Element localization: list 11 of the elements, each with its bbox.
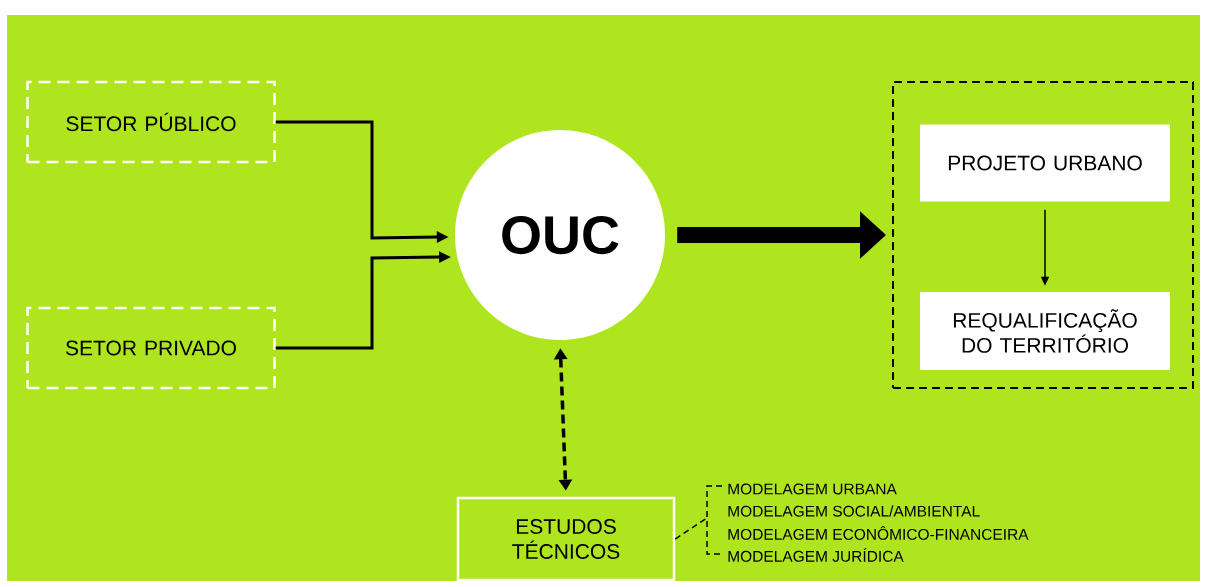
- circle-node: OUC: [455, 130, 665, 340]
- dashed-box: SETOR PÚBLICO: [26, 80, 276, 164]
- process-box: PROJETO URBANO: [920, 124, 1170, 202]
- list-item: MODELAGEM SOCIAL/AMBIENTAL: [728, 505, 980, 517]
- list-item: MODELAGEM JURÍDICA: [728, 548, 904, 562]
- process-box: REQUALIFICAÇÃO DO TERRITÓRIO: [920, 292, 1170, 370]
- dashed-box: SETOR PRIVADO: [26, 306, 276, 390]
- list-item: MODELAGEM ECONÔMICO-FINANCEIRA: [728, 526, 1029, 540]
- list-item: MODELAGEM URBANA: [728, 483, 897, 495]
- process-box: ESTUDOS TÉCNICOS: [456, 496, 676, 582]
- dashed-frame: [892, 81, 1194, 389]
